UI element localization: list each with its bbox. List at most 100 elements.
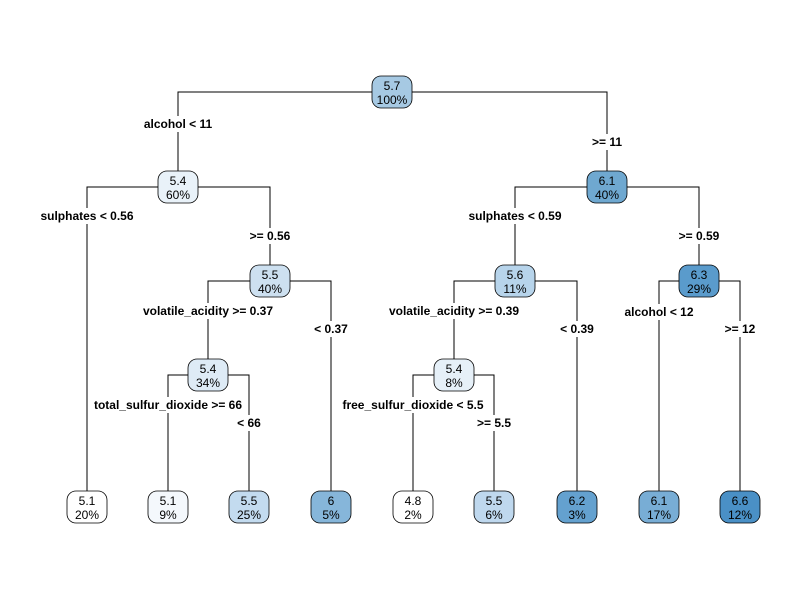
split-label-background <box>248 228 292 244</box>
split-label-background <box>142 116 214 132</box>
edge-n-left-to-n-ll <box>86 186 178 507</box>
node-box <box>228 490 270 524</box>
split-label-s-rr-l: alcohol < 12 <box>624 305 693 319</box>
edge-n-rll-to-n-rlll <box>412 374 454 507</box>
split-label-background <box>387 303 521 319</box>
node-value: 6.3 <box>691 268 708 282</box>
node-percent: 100% <box>377 93 408 107</box>
node-value: 5.4 <box>170 174 187 188</box>
edge-root-to-n-right <box>392 91 608 187</box>
edge-n-lrl-to-n-lrll <box>167 374 208 507</box>
node-box <box>586 170 628 204</box>
split-label-s-root-r: >= 11 <box>592 135 622 149</box>
node-box <box>473 490 515 524</box>
node-percent: 12% <box>728 508 752 522</box>
node-percent: 25% <box>237 508 261 522</box>
tree-node-n-lr: 5.540% <box>249 264 291 298</box>
node-value: 5.5 <box>262 268 279 282</box>
edge-n-lr-to-n-lrr <box>270 280 332 507</box>
tree-node-n-left: 5.460% <box>157 170 199 204</box>
split-label-background <box>39 208 135 224</box>
node-percent: 11% <box>503 282 526 296</box>
tree-node-n-lrr: 65% <box>310 490 352 524</box>
split-label-s-root-l: alcohol < 11 <box>144 117 213 131</box>
split-label-s-right-r: >= 0.59 <box>679 229 720 243</box>
split-label-background <box>623 304 695 320</box>
edge-n-lrl-to-n-lrlr <box>208 374 250 507</box>
split-label-s-rr-r: >= 12 <box>725 322 756 336</box>
split-label-background <box>92 397 244 413</box>
node-box <box>638 490 680 524</box>
tree-node-n-rr: 6.329% <box>678 264 720 298</box>
tree-node-n-rlll: 4.82% <box>392 490 434 524</box>
split-label-background <box>236 415 263 431</box>
node-value: 6 <box>328 494 335 508</box>
split-label-background <box>677 228 721 244</box>
split-label-background <box>475 415 513 431</box>
node-box <box>433 358 475 392</box>
node-value: 6.1 <box>651 494 668 508</box>
node-value: 5.7 <box>384 79 401 93</box>
node-percent: 40% <box>258 282 282 296</box>
edge-n-lr-to-n-lrl <box>207 280 270 375</box>
node-box <box>310 490 352 524</box>
tree-nodes: 5.7100%5.460%6.140%5.120%5.540%5.611%6.3… <box>66 75 761 524</box>
split-label-s-rl-r: < 0.39 <box>560 322 594 336</box>
node-value: 5.6 <box>507 268 524 282</box>
split-label-s-left-r: >= 0.56 <box>250 229 291 243</box>
edge-n-left-to-n-lr <box>178 186 271 281</box>
tree-node-n-lrlr: 5.525% <box>228 490 270 524</box>
node-box <box>66 490 108 524</box>
split-label-s-rl-l: volatile_acidity >= 0.39 <box>389 304 519 318</box>
split-label-s-lr-r: < 0.37 <box>314 322 348 336</box>
node-box <box>392 490 434 524</box>
node-percent: 5% <box>322 508 340 522</box>
tree-node-n-right: 6.140% <box>586 170 628 204</box>
node-percent: 3% <box>568 508 586 522</box>
tree-node-n-rrl: 6.117% <box>638 490 680 524</box>
node-value: 4.8 <box>405 494 422 508</box>
split-label-background <box>313 321 350 337</box>
node-percent: 40% <box>595 188 619 202</box>
split-label-background <box>559 321 596 337</box>
node-value: 5.1 <box>160 494 177 508</box>
tree-node-n-lrll: 5.19% <box>147 490 189 524</box>
node-value: 5.4 <box>200 362 217 376</box>
tree-node-n-rll: 5.48% <box>433 358 475 392</box>
node-box <box>147 490 189 524</box>
node-percent: 6% <box>485 508 503 522</box>
node-value: 5.4 <box>446 362 463 376</box>
split-label-s-left-l: sulphates < 0.56 <box>40 209 133 223</box>
split-labels: alcohol < 11 >= 11 sulphates < 0.56 >= 0.56… <box>39 116 757 431</box>
node-box <box>187 358 229 392</box>
tree-node-n-ll: 5.120% <box>66 490 108 524</box>
node-box <box>371 75 413 109</box>
node-value: 5.5 <box>486 494 503 508</box>
node-box <box>494 264 536 298</box>
node-box <box>719 490 761 524</box>
node-percent: 34% <box>196 376 220 390</box>
tree-edges <box>86 91 741 507</box>
node-value: 6.1 <box>599 174 616 188</box>
edge-n-right-to-n-rr <box>607 186 700 281</box>
node-value: 6.6 <box>732 494 749 508</box>
tree-node-n-lrl: 5.434% <box>187 358 229 392</box>
edge-n-rll-to-n-rllr <box>454 374 495 507</box>
split-label-s-lr-l: volatile_acidity >= 0.37 <box>143 304 273 318</box>
split-label-s-rll-r: >= 5.5 <box>477 416 511 430</box>
split-label-s-right-l: sulphates < 0.59 <box>468 209 561 223</box>
split-label-background <box>467 208 563 224</box>
node-box <box>678 264 720 298</box>
node-value: 6.2 <box>569 494 586 508</box>
node-box <box>157 170 199 204</box>
split-label-background <box>141 303 275 319</box>
edge-n-right-to-n-rl <box>514 186 607 281</box>
node-box <box>556 490 598 524</box>
edge-n-rl-to-n-rlr <box>515 280 578 507</box>
split-label-background <box>590 134 624 150</box>
edge-n-rr-to-n-rrr <box>699 280 741 507</box>
split-label-background <box>723 321 757 337</box>
node-percent: 8% <box>445 376 463 390</box>
